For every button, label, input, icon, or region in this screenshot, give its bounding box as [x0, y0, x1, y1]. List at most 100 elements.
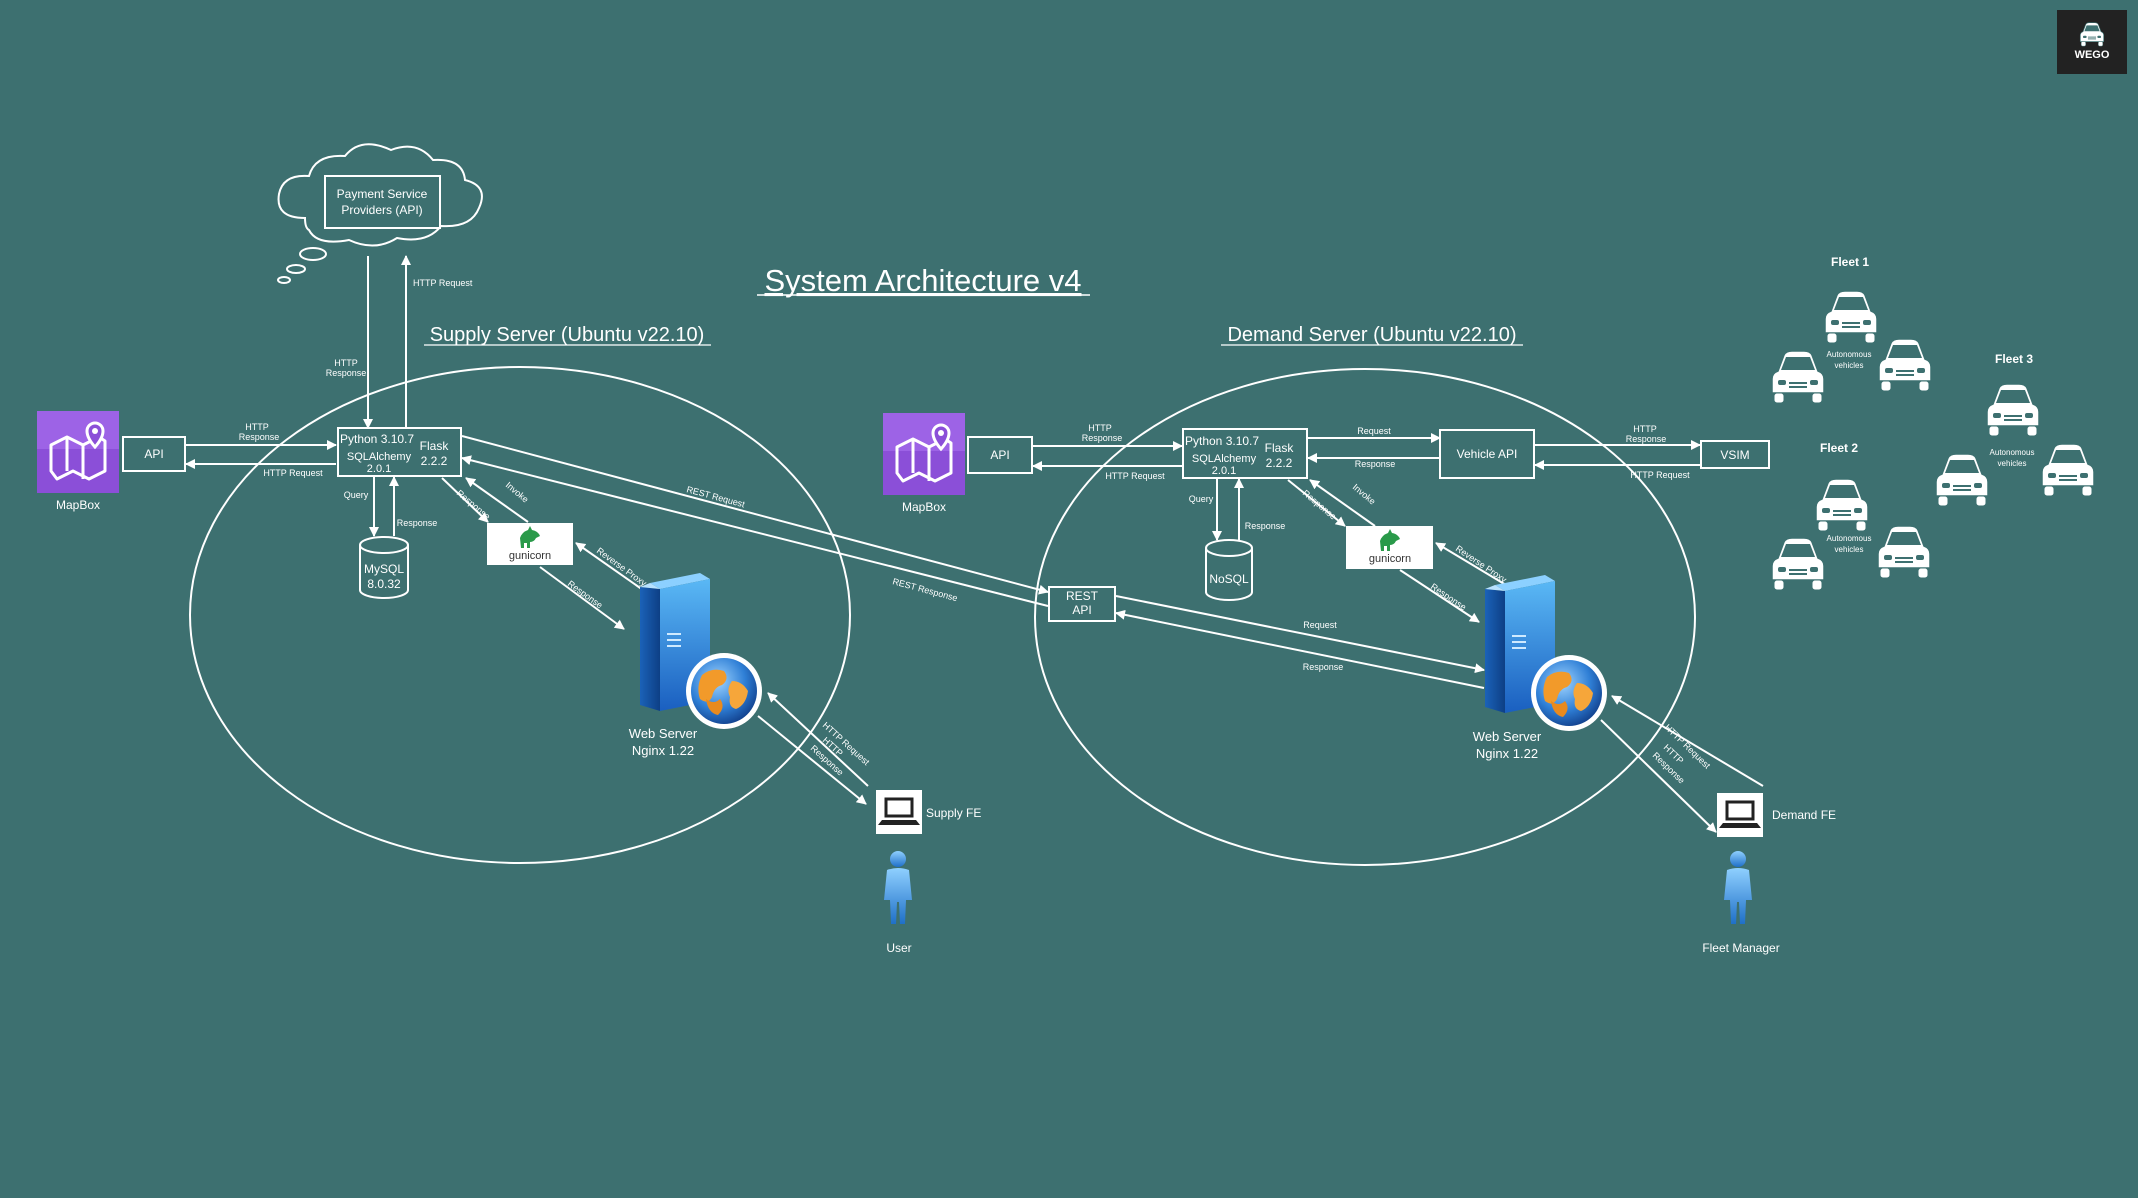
vsim-http-response-1: HTTP [1633, 424, 1657, 434]
demand-python-label: Python 3.10.7 [1185, 434, 1259, 448]
supply-web-server-version: Nginx 1.22 [632, 743, 694, 758]
demand-web-server-icon [1485, 575, 1607, 731]
demand-fe-laptop-icon [1715, 791, 1765, 839]
supply-query-label: Query [344, 490, 369, 500]
diagram-title: System Architecture v4 [764, 263, 1081, 298]
fleet-2-caption-2: vehicles [1835, 545, 1864, 554]
car-icon [1771, 537, 1825, 591]
demand-heading: Demand Server (Ubuntu v22.10) [1227, 324, 1516, 346]
demand-app-server: Python 3.10.7 SQLAlchemy 2.0.1 Flask 2.2… [1182, 428, 1308, 479]
payment-http-request-label: HTTP Request [413, 278, 473, 288]
payment-cloud: Payment Service Providers (API) [277, 143, 483, 284]
logo-text: WEGO [2075, 49, 2110, 61]
demand-mapbox-label: MapBox [902, 500, 946, 514]
supply-fe-request-arrow [767, 692, 869, 787]
vehicle-api-box [1439, 429, 1535, 479]
demand-mapbox-api-box [967, 436, 1033, 474]
supply-web-server-label: Web Server [629, 726, 698, 741]
demand-mapbox-api-label: API [990, 448, 1009, 462]
demand-web-server-version: Nginx 1.22 [1476, 746, 1538, 761]
demand-mapbox-http-request: HTTP Request [1105, 471, 1165, 481]
demand-mapbox-http-response-2: Response [1082, 433, 1123, 443]
supply-app-server: Python 3.10.7 SQLAlchemy 2.0.1 Flask 2.2… [337, 427, 462, 477]
rest-request-arrow [461, 435, 1049, 595]
demand-flask-version: 2.2.2 [1266, 456, 1293, 470]
supply-web-server-icon [640, 573, 762, 729]
fleet-3-caption-1: Autonomous [1990, 448, 2035, 457]
supply-mapbox-http-response-1: HTTP [245, 422, 269, 432]
car-icon [1771, 350, 1825, 404]
demand-rest-request-arrow [1115, 595, 1485, 674]
car-icon [2041, 443, 2095, 497]
supply-mapbox-label: MapBox [56, 498, 100, 512]
rest-api-box [1048, 586, 1116, 622]
nosql-database-icon [1205, 539, 1253, 601]
user-person-icon [884, 851, 912, 924]
car-icon [1877, 525, 1931, 579]
vsim-label: VSIM [1720, 448, 1749, 462]
demand-gunicorn-label: gunicorn [1369, 553, 1411, 565]
vehicle-api-request-label: Request [1357, 426, 1391, 436]
demand-mapbox-http-response-1: HTTP [1088, 423, 1112, 433]
car-icon [1986, 383, 2040, 437]
demand-fe-label: Demand FE [1772, 808, 1836, 822]
demand-gunicorn-response-label: Response [1301, 488, 1338, 522]
demand-sqlalchemy-label: SQLAlchemy [1192, 453, 1257, 465]
car-icon [1878, 338, 1932, 392]
payment-line-1: Payment Service [337, 187, 428, 201]
fleet-2-label: Fleet 2 [1820, 441, 1858, 455]
rest-api-label-1: REST [1066, 589, 1099, 603]
demand-query-label: Query [1189, 494, 1214, 504]
payment-http-response-label-1: HTTP [334, 358, 358, 368]
payment-http-response-label-2: Response [326, 368, 367, 378]
demand-sqlalchemy-version: 2.0.1 [1212, 465, 1236, 477]
supply-mapbox-http-response-2: Response [239, 432, 280, 442]
demand-fe-response-arrow [1600, 719, 1717, 833]
vsim-http-response-2: Response [1626, 434, 1667, 444]
supply-user-label: User [886, 941, 911, 955]
vehicle-api-label: Vehicle API [1457, 447, 1518, 461]
supply-fe-label: Supply FE [926, 806, 981, 820]
demand-rest-response-label: Response [1303, 662, 1344, 672]
supply-db-response-label: Response [397, 518, 438, 528]
demand-server-boundary [1034, 368, 1696, 866]
fleet-manager-label: Fleet Manager [1702, 941, 1779, 955]
supply-heading: Supply Server (Ubuntu v22.10) [430, 324, 705, 346]
fleet-1-caption-1: Autonomous [1827, 350, 1872, 359]
fleet-manager-person-icon [1724, 851, 1752, 924]
supply-db-version: 8.0.32 [367, 577, 401, 591]
supply-web-response-arrow [539, 566, 625, 630]
demand-db-label: NoSQL [1209, 572, 1249, 586]
demand-response-to-gunicorn-arrow [1287, 479, 1346, 527]
demand-web-server-label: Web Server [1473, 729, 1542, 744]
vsim-box [1700, 440, 1770, 469]
supply-sqlalchemy-label: SQLAlchemy [347, 451, 412, 463]
demand-rest-request-label: Request [1303, 620, 1337, 630]
payment-provider-box [324, 175, 441, 229]
fleet-3-label: Fleet 3 [1995, 352, 2033, 366]
supply-web-response-label: Response [566, 579, 605, 611]
demand-invoke-arrow [1309, 479, 1376, 527]
car-icon [1935, 453, 1989, 507]
vsim-http-request: HTTP Request [1630, 470, 1690, 480]
supply-db-label: MySQL [364, 562, 404, 576]
demand-reverse-proxy-label: Reverse Proxy [1454, 543, 1509, 585]
supply-flask-version: 2.2.2 [421, 454, 448, 468]
demand-web-response-label: Response [1429, 581, 1468, 612]
supply-reverse-proxy-label: Reverse Proxy [595, 546, 649, 589]
supply-mapbox-http-request: HTTP Request [263, 468, 323, 478]
fleet-3-caption-2: vehicles [1998, 459, 2027, 468]
fleet-1-caption-2: vehicles [1835, 361, 1864, 370]
supply-invoke-arrow [465, 477, 529, 523]
car-icon [1824, 290, 1878, 344]
mapbox-icon [35, 409, 121, 495]
demand-db-response-label: Response [1245, 521, 1286, 531]
supply-flask-label: Flask [420, 439, 450, 453]
demand-flask-label: Flask [1265, 441, 1295, 455]
wego-logo: WEGO [2057, 10, 2127, 74]
vehicle-api-response-label: Response [1355, 459, 1396, 469]
demand-web-response-arrow [1399, 569, 1480, 623]
fleet-1-label: Fleet 1 [1831, 255, 1869, 269]
supply-fe-laptop-icon [874, 788, 924, 836]
supply-mapbox-api-label: API [144, 447, 163, 461]
